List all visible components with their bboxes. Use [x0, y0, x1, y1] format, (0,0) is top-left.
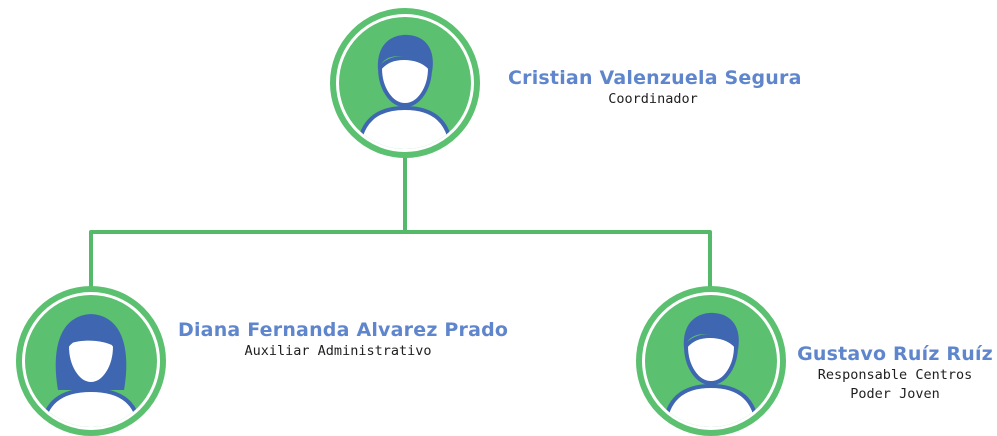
person-name: Diana Fernanda Alvarez Prado [178, 319, 509, 341]
person-role-line-2: Poder Joven [850, 386, 940, 402]
caption-coordinator: Cristian Valenzuela Segura Coordinador [508, 66, 802, 109]
person-name: Gustavo Ruíz Ruíz [797, 343, 993, 365]
male-avatar-icon [636, 286, 786, 436]
person-role: Coordinador [608, 91, 698, 107]
caption-responsable: Gustavo Ruíz Ruíz Responsable Centros Po… [795, 342, 995, 404]
person-role: Auxiliar Administrativo [244, 343, 432, 359]
person-name: Cristian Valenzuela Segura [508, 67, 802, 89]
person-role-line-1: Responsable Centros [817, 367, 973, 383]
caption-auxiliar: Diana Fernanda Alvarez Prado Auxiliar Ad… [178, 318, 509, 361]
female-avatar-icon [16, 286, 166, 436]
person-avatar-icon [330, 8, 480, 158]
